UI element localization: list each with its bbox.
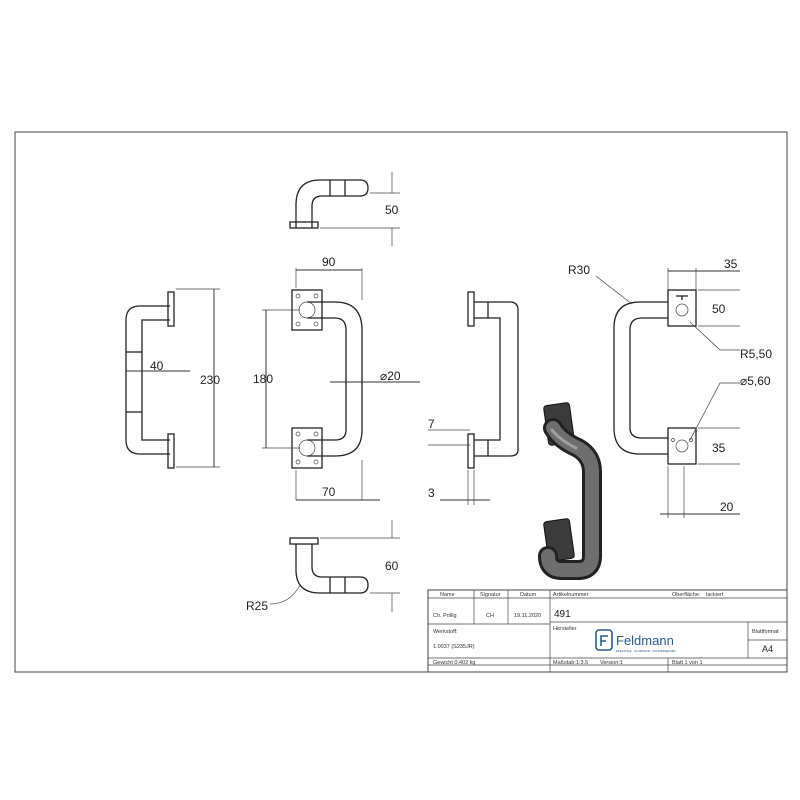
logo-text: Feldmann xyxy=(616,633,674,648)
title-block: Name Signatur Datum Artikelnummer Oberfl… xyxy=(427,589,788,673)
dim-detail-bottom-width: 20 xyxy=(720,500,734,514)
tb-header-signature: Signatur xyxy=(480,592,501,598)
dim-detail-radius: R30 xyxy=(568,263,590,277)
tb-drawn-by: Ch. Pollig xyxy=(433,613,457,619)
top-view: 50 xyxy=(289,172,400,246)
front-view: 90 180 ⌀20 70 xyxy=(253,255,420,501)
tb-header-name: Name xyxy=(440,592,455,598)
tb-material-label: Werkstoff: xyxy=(433,629,458,635)
dim-detail-bottom-height: 35 xyxy=(712,441,726,455)
feldmann-logo: Feldmann EDELSTAHL · ALUMINIUM · SCHMIED… xyxy=(595,629,676,653)
dim-left-offset: 40 xyxy=(150,359,164,373)
dim-top-height: 50 xyxy=(385,203,399,217)
dim-front-width: 90 xyxy=(322,255,336,269)
tb-weight: Gewicht 0.402 kg xyxy=(433,660,476,666)
dim-front-diameter: ⌀20 xyxy=(380,369,401,383)
dim-side-seven: 7 xyxy=(428,417,435,431)
iso-view xyxy=(538,402,602,580)
tb-scale: Maßstab:1:3.5 xyxy=(553,660,588,666)
tb-header-surface: Oberfläche: xyxy=(672,592,701,598)
dim-left-height: 230 xyxy=(200,373,220,387)
tb-format: A4 xyxy=(762,644,773,654)
dim-front-bottom-width: 70 xyxy=(322,485,336,499)
logo-tagline: EDELSTAHL · ALUMINIUM · SCHMIEDEEISEN xyxy=(616,649,676,653)
detail-view: 35 50 R30 R5,50 ⌀5,60 35 20 xyxy=(568,257,772,518)
tb-header-manufacturer: Hersteller xyxy=(553,626,577,632)
dim-detail-top-width: 35 xyxy=(724,257,738,271)
bottom-view: 60 R25 xyxy=(246,520,400,613)
tb-header-date: Datum xyxy=(520,592,537,598)
tb-header-sheet-format: Blattformat xyxy=(752,629,779,635)
tb-header-article-number: Artikelnummer xyxy=(553,592,589,598)
dim-side-three: 3 xyxy=(428,486,435,500)
dim-detail-radius-small: R5,50 xyxy=(740,347,772,361)
tb-article-number: 491 xyxy=(554,609,571,620)
sheet-border xyxy=(14,131,788,673)
tb-date: 19.11.2020 xyxy=(514,613,541,619)
side-view: 7 3 xyxy=(428,291,519,505)
tb-version: Version:1 xyxy=(600,660,623,666)
dim-bottom-height: 60 xyxy=(385,559,399,573)
tb-material: 1.0037 (S235JR) xyxy=(433,644,475,650)
dim-front-height: 180 xyxy=(253,372,273,386)
dim-detail-hole: ⌀5,60 xyxy=(740,374,771,388)
left-view: 230 40 xyxy=(125,288,220,469)
dim-detail-top-height: 50 xyxy=(712,302,726,316)
dim-bottom-radius: R25 xyxy=(246,599,268,613)
tb-surface-value: lackiert xyxy=(706,592,724,598)
tb-sheet: Blatt 1 von 1 xyxy=(672,660,703,666)
tb-signature: CH xyxy=(486,613,494,619)
